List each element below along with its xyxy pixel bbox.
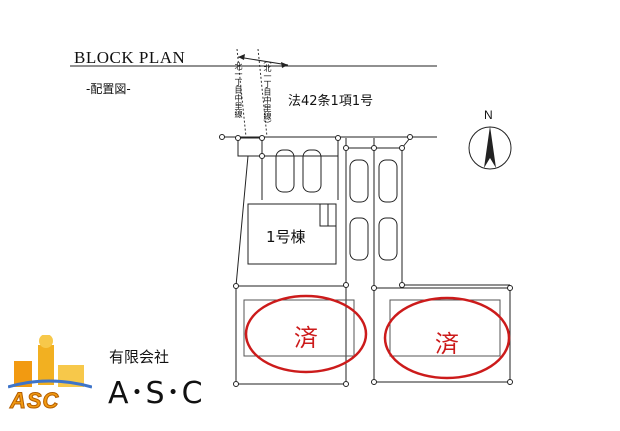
bypass-label-b: （北一丁目中里線） (263, 56, 272, 128)
sold-ellipse-left (244, 294, 368, 374)
north-arrow-icon (484, 126, 496, 168)
driveway-entrance (237, 137, 263, 157)
lot-boundary (235, 155, 249, 287)
boundary-markers (219, 134, 513, 387)
lane-line-left (236, 48, 247, 138)
company-logo-text: ASC (9, 388, 60, 414)
company-logo-icon (8, 335, 92, 389)
bypass-label-a: 北一丁目中里線 (234, 62, 243, 118)
compass-north-label: N (484, 108, 493, 122)
building-outline (247, 203, 337, 265)
sold-label-left: 済 (294, 324, 318, 352)
plan-title: BLOCK PLAN (74, 48, 186, 67)
parking-cars (275, 149, 398, 261)
company-name: 有限会社 (109, 348, 170, 366)
company-code: A･S･C (108, 376, 204, 411)
plan-subtitle: -配置図- (86, 82, 131, 96)
sold-ellipse-right (383, 296, 511, 380)
sold-label-right: 済 (435, 330, 459, 358)
lane-line-right (257, 48, 268, 138)
lane-arrow (237, 56, 289, 66)
building-label: 1号棟 (266, 228, 306, 246)
north-road-label: 法42条1項1号 (288, 94, 374, 109)
